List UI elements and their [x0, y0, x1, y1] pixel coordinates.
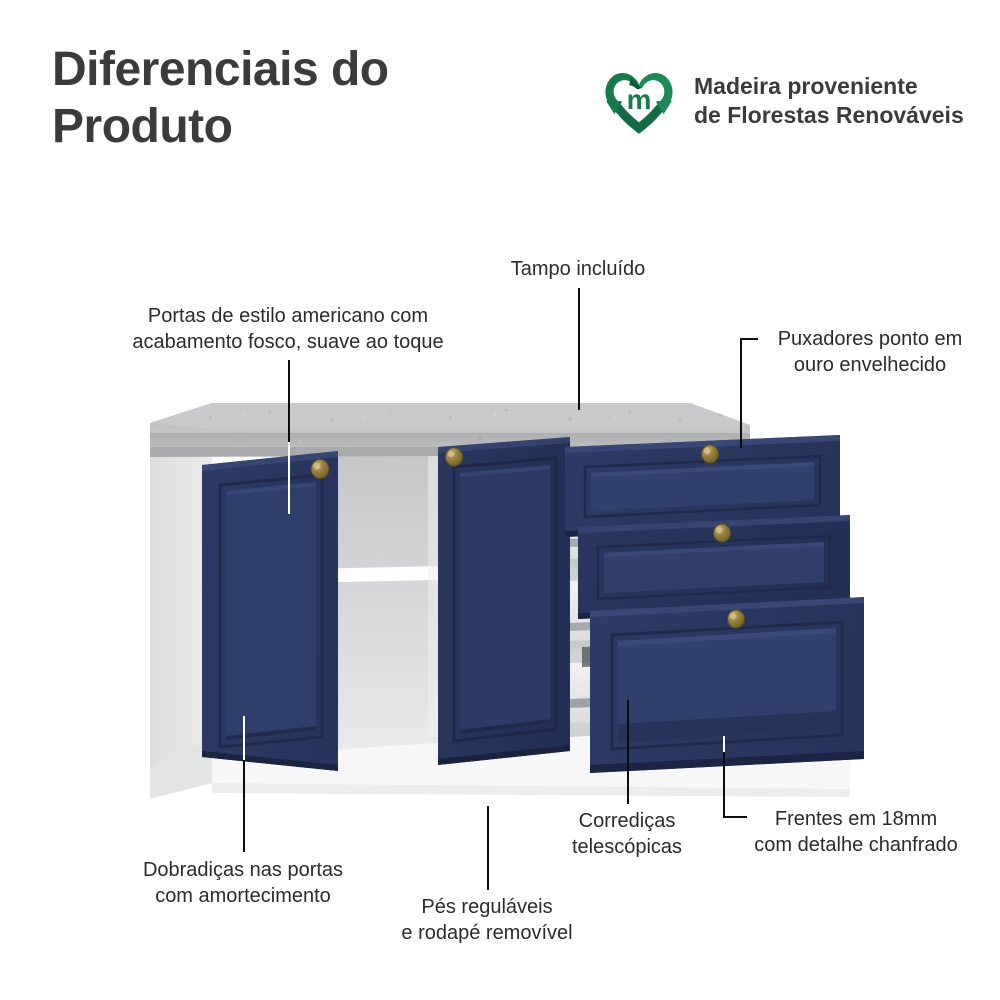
- callout-pes-reguláveis: Pés reguláveis e rodapé removível: [401, 896, 573, 944]
- knob-brass: [713, 523, 731, 543]
- page-title: Diferenciais do Produto: [52, 43, 389, 153]
- logo-monogram: m: [627, 84, 652, 115]
- callout-dobradicas-amortecimento: Dobradiças nas portas com amortecimento: [142, 859, 344, 907]
- navy-shaker-drawer-bottom: [590, 597, 864, 773]
- leader-frentes-v: [723, 752, 725, 818]
- navy-shaker-door-right: [438, 437, 570, 765]
- eco-badge-text: Madeira proveniente de Florestas Renováv…: [694, 72, 964, 128]
- leader-puxadores-v: [740, 338, 742, 448]
- navy-shaker-door-left: [202, 451, 338, 771]
- leader-portas-black: [288, 360, 290, 442]
- navy-shaker-drawer-top: [565, 435, 840, 537]
- knob-brass: [701, 444, 719, 464]
- leader-pes: [487, 806, 489, 890]
- leader-tampo: [578, 288, 580, 410]
- callout-portas-estilo-americano: Portas de estilo americano com acabament…: [132, 305, 444, 353]
- leader-dobradicas-white: [243, 716, 245, 760]
- recycle-heart-logo-icon: m: [598, 60, 680, 142]
- callout-corredicas-telescopicas: Corrediças telescópicas: [571, 810, 683, 858]
- callout-frentes-18mm: Frentes em 18mm com detalhe chanfrado: [754, 808, 958, 856]
- leader-corredicas: [627, 700, 629, 804]
- knob-brass: [445, 447, 463, 467]
- eco-badge: m Madeira proveniente de Florestas Renov…: [598, 60, 964, 142]
- leader-portas-white: [288, 442, 290, 514]
- callout-tampo-incluido: Tampo incluído: [510, 258, 646, 280]
- leader-frentes-h: [723, 816, 747, 818]
- leader-dobradicas-black: [243, 760, 245, 852]
- knob-brass: [310, 459, 330, 479]
- knob-brass: [727, 609, 745, 629]
- callout-puxadores-ouro-envelhecido: Puxadores ponto em ouro envelhecido: [777, 328, 963, 376]
- kitchen-base-cabinet-illustration: [150, 385, 970, 815]
- leader-puxadores-h: [740, 338, 758, 340]
- leader-frentes-white: [723, 736, 725, 764]
